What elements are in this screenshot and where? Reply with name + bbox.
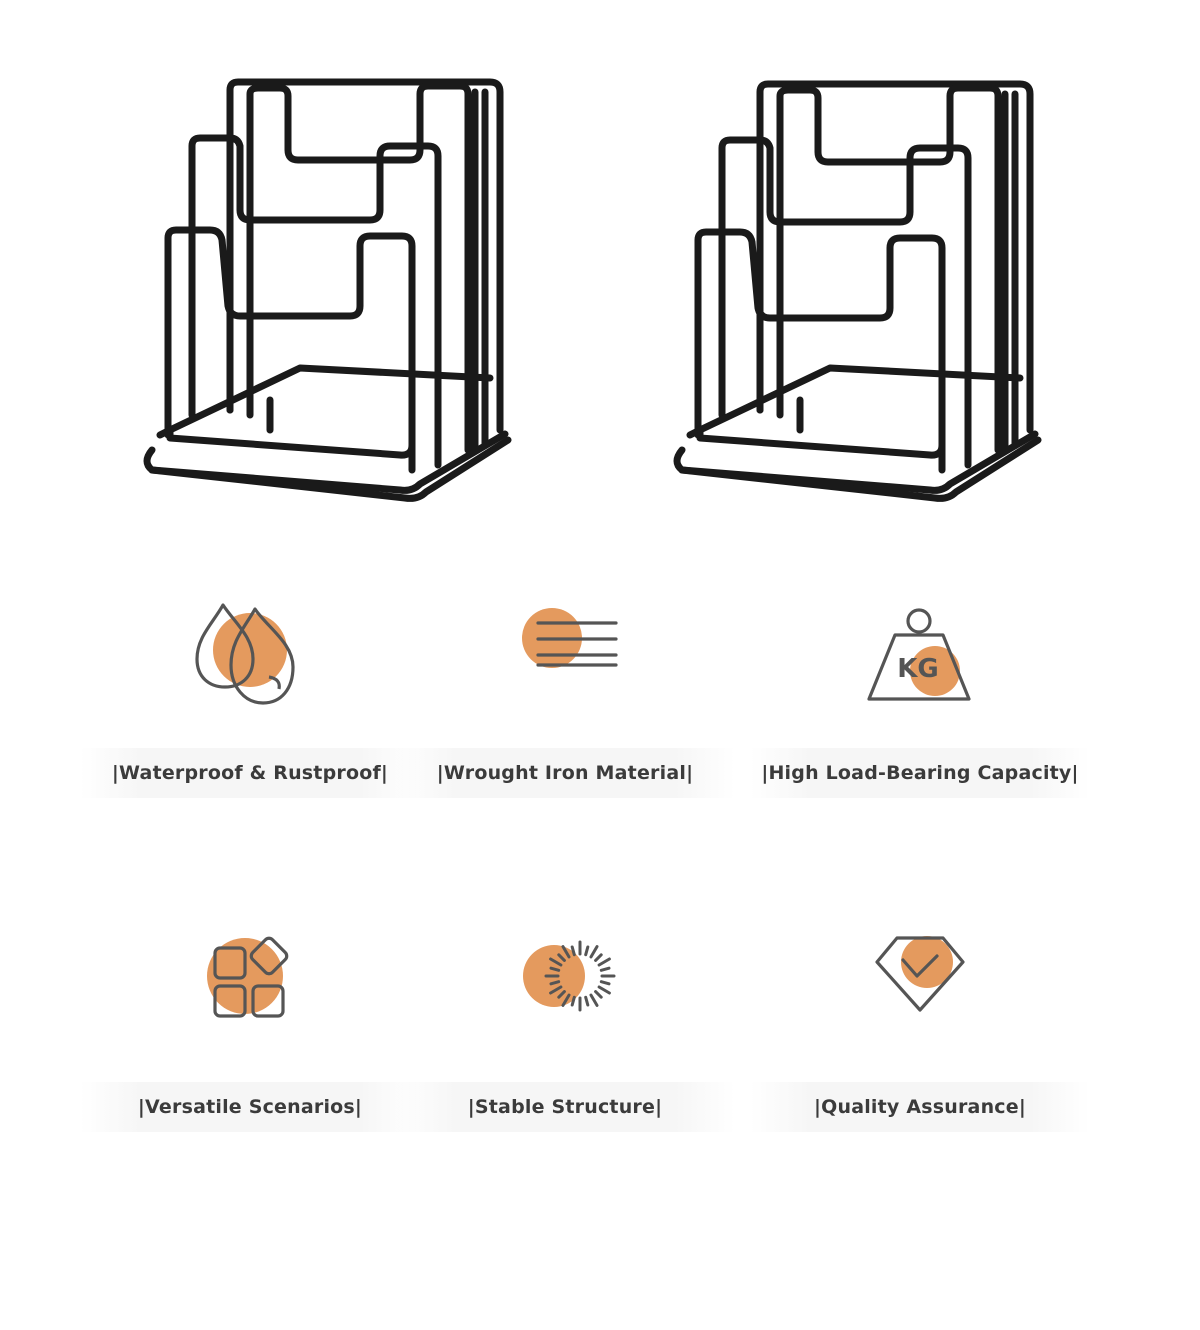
feature-label: |High Load-Bearing Capacity| — [761, 762, 1079, 784]
feature-quality: |Quality Assurance| — [750, 930, 1090, 1330]
sun-ray — [597, 985, 611, 995]
sun-ray — [599, 980, 611, 986]
kg-text: KG — [897, 654, 939, 684]
feature-stable: |Stable Structure| — [395, 930, 735, 1330]
product-image-rack-left — [130, 70, 530, 510]
feature-label: |Stable Structure| — [467, 1096, 663, 1118]
sun-ray — [561, 993, 571, 1007]
rack-illustration — [673, 80, 1042, 502]
sun-ray — [589, 945, 599, 959]
sun-ray — [549, 966, 561, 972]
feature-label: |Versatile Scenarios| — [137, 1096, 363, 1118]
sun-ray — [557, 953, 566, 962]
sun-ray — [549, 985, 563, 995]
sun-ray — [557, 990, 566, 999]
sun-ray — [561, 945, 571, 959]
feature-label-band: |Versatile Scenarios| — [80, 1082, 420, 1132]
sun-ray — [584, 995, 590, 1007]
sun-ray — [589, 993, 599, 1007]
sun-ray — [584, 945, 590, 957]
kg-weight-icon: KG — [855, 595, 985, 725]
rack-illustration — [143, 78, 512, 502]
feature-label-band: |Stable Structure| — [395, 1082, 735, 1132]
product-image-rack-right — [660, 70, 1060, 510]
sun-ray — [549, 957, 563, 967]
iron-bars-icon — [500, 595, 630, 725]
feature-load-bearing: KG |High Load-Bearing Capacity| — [750, 595, 1090, 995]
sunburst-icon — [500, 930, 630, 1060]
feature-label-band: |High Load-Bearing Capacity| — [750, 748, 1090, 798]
feature-label-band: |Wrought Iron Material| — [395, 748, 735, 798]
feature-versatile: |Versatile Scenarios| — [80, 930, 420, 1330]
sun-ray — [549, 980, 561, 986]
sun-ray — [597, 957, 611, 967]
feature-wrought-iron: |Wrought Iron Material| — [395, 595, 735, 995]
feature-label-band: |Quality Assurance| — [750, 1082, 1090, 1132]
sun-ray — [594, 953, 603, 962]
feature-label: |Waterproof & Rustproof| — [111, 762, 389, 784]
water-drops-icon — [185, 595, 315, 725]
feature-label: |Wrought Iron Material| — [436, 762, 694, 784]
grid-shapes-icon — [185, 930, 315, 1060]
sun-ray — [570, 945, 576, 957]
sun-ray — [599, 966, 611, 972]
sun-ray — [594, 990, 603, 999]
diamond-check-icon — [855, 930, 985, 1060]
feature-waterproof: |Waterproof & Rustproof| — [80, 595, 420, 995]
feature-label: |Quality Assurance| — [813, 1096, 1026, 1118]
feature-label-band: |Waterproof & Rustproof| — [80, 748, 420, 798]
sun-ray — [570, 995, 576, 1007]
